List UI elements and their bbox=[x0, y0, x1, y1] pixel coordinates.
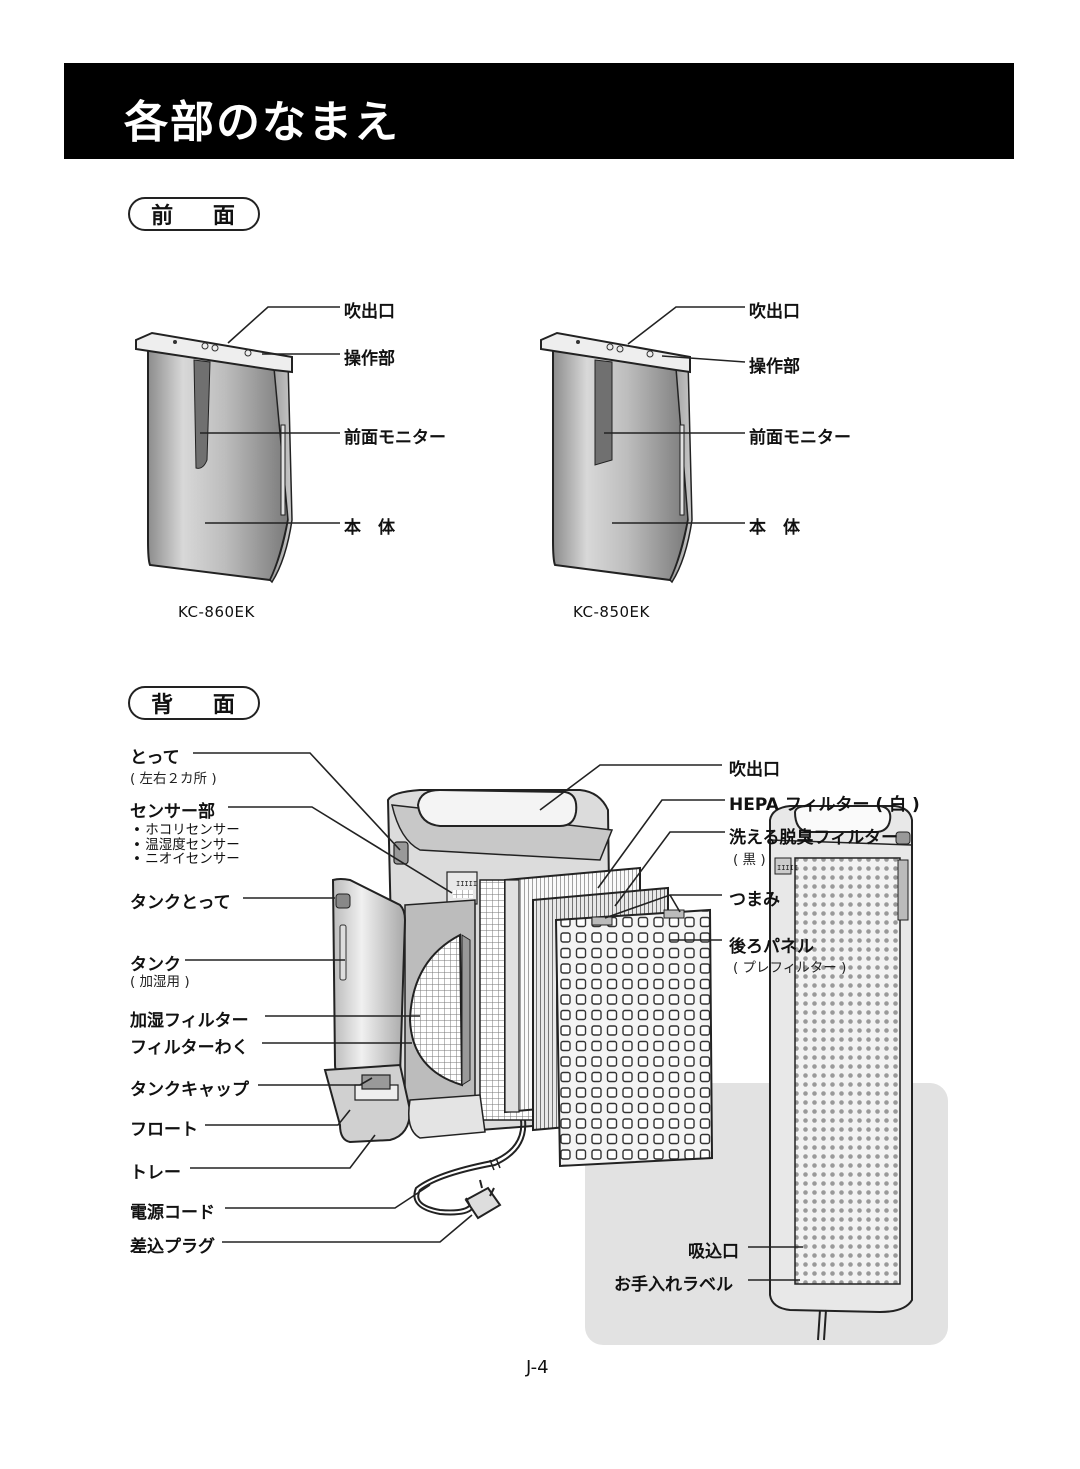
label-tank: タンク bbox=[130, 955, 181, 975]
label-sensor: センサー部 bbox=[130, 802, 215, 822]
inset-rear-unit: IIIII bbox=[769, 805, 913, 1341]
front-right-outlet-label: 吹出口 bbox=[749, 302, 800, 322]
label-rear-panel-note: ( プレフィルター ) bbox=[733, 960, 847, 976]
front-right-monitor-label: 前面モニター bbox=[749, 428, 851, 448]
back-filters bbox=[504, 866, 714, 1168]
back-tank-assembly bbox=[323, 878, 486, 1144]
label-tank-cap: タンクキャップ bbox=[130, 1080, 249, 1100]
front-right-control-label: 操作部 bbox=[749, 357, 800, 377]
label-float: フロート bbox=[130, 1120, 198, 1140]
page-title: 各部のなまえ bbox=[124, 97, 400, 148]
label-filter-frame: フィルターわく bbox=[130, 1038, 249, 1058]
label-deodor: 洗える脱臭フィルター bbox=[729, 828, 899, 848]
label-handle-note: ( 左右２カ所 ) bbox=[130, 771, 217, 787]
label-knob: つまみ bbox=[729, 890, 780, 910]
power-cord-plug bbox=[413, 1119, 527, 1216]
label-handle: とって bbox=[130, 748, 180, 768]
front-unit-kc860ek bbox=[135, 331, 293, 584]
label-care: お手入れラベル bbox=[614, 1275, 733, 1295]
label-tray: トレー bbox=[130, 1163, 181, 1183]
inset-leaders bbox=[748, 1246, 803, 1281]
front-section-label: 前 面 bbox=[128, 197, 260, 231]
label-humid-filter: 加湿フィルター bbox=[130, 1011, 249, 1031]
front-left-model: KC-860EK bbox=[178, 603, 255, 621]
label-rear-panel: 後ろパネル bbox=[729, 937, 814, 957]
front-right-model: KC-850EK bbox=[573, 603, 650, 621]
front-left-body-label: 本 体 bbox=[344, 518, 395, 538]
svg-text:IIIII: IIIII bbox=[777, 864, 798, 872]
label-plug: 差込プラグ bbox=[130, 1237, 215, 1257]
label-tank-handle: タンクとって bbox=[130, 893, 231, 913]
front-left-outlet-label: 吹出口 bbox=[344, 302, 395, 322]
front-left-monitor-label: 前面モニター bbox=[344, 428, 446, 448]
plug-shape bbox=[464, 1179, 502, 1220]
page-number: J-4 bbox=[526, 1357, 549, 1378]
front-right-body-label: 本 体 bbox=[749, 518, 800, 538]
front-unit-kc850ek bbox=[540, 331, 693, 584]
back-section-label: 背 面 bbox=[128, 686, 260, 720]
sensor-item-odor: • ニオイセンサー bbox=[133, 851, 240, 867]
front-left-leaders bbox=[200, 306, 340, 524]
front-left-control-label: 操作部 bbox=[344, 349, 395, 369]
back-right-leaders bbox=[539, 764, 725, 941]
sensor-list: • ホコリセンサー • 温湿度センサー • ニオイセンサー bbox=[133, 823, 240, 867]
back-left-leaders bbox=[185, 752, 473, 1243]
label-deodor-note: ( 黒 ) bbox=[733, 852, 766, 868]
sensor-item-dust: • ホコリセンサー bbox=[133, 822, 240, 838]
sensor-grille-text: IIIII bbox=[456, 880, 477, 888]
label-cord: 電源コード bbox=[130, 1203, 215, 1223]
title-bar bbox=[64, 63, 1014, 159]
sensor-item-temp-humidity: • 温湿度センサー bbox=[133, 836, 240, 853]
label-tank-note: ( 加湿用 ) bbox=[130, 974, 190, 990]
label-back-outlet: 吹出口 bbox=[729, 760, 780, 780]
label-intake: 吸込口 bbox=[688, 1242, 739, 1262]
front-right-leaders bbox=[604, 306, 746, 524]
label-hepa: HEPA フィルター ( 白 ) bbox=[729, 795, 920, 815]
